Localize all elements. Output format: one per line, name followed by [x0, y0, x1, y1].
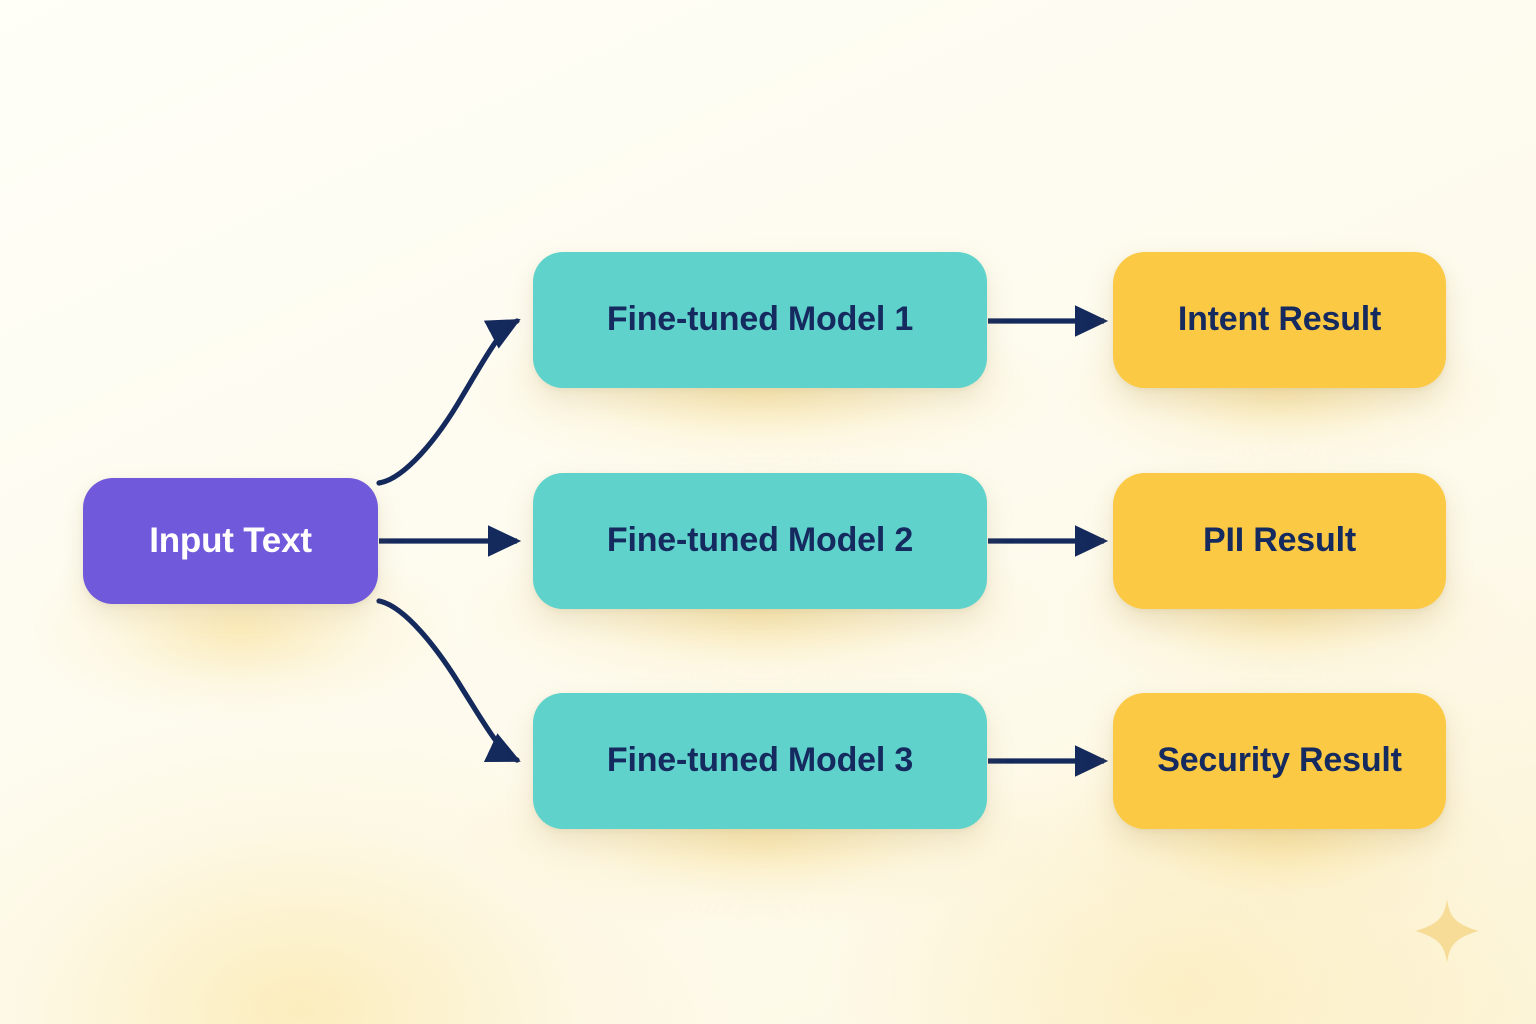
node-fine-tuned-model-2-label: Fine-tuned Model 2	[606, 521, 914, 560]
node-fine-tuned-model-3[interactable]: Fine-tuned Model 3	[533, 693, 987, 829]
node-intent-result[interactable]: Intent Result	[1113, 252, 1446, 388]
arrow-input-to-model-1	[376, 318, 521, 486]
node-fine-tuned-model-3-label: Fine-tuned Model 3	[606, 741, 914, 780]
arrow-input-to-model-3	[376, 598, 521, 763]
sparkle-icon	[1415, 899, 1479, 963]
node-pii-result-label: PII Result	[1203, 521, 1356, 560]
node-intent-result-label: Intent Result	[1177, 300, 1382, 339]
node-security-result-label: Security Result	[1157, 741, 1402, 780]
node-fine-tuned-model-2[interactable]: Fine-tuned Model 2	[533, 473, 987, 609]
node-input-text[interactable]: Input Text	[83, 478, 378, 604]
node-security-result[interactable]: Security Result	[1113, 693, 1446, 829]
node-pii-result[interactable]: PII Result	[1113, 473, 1446, 609]
node-fine-tuned-model-1-label: Fine-tuned Model 1	[606, 300, 914, 339]
node-fine-tuned-model-1[interactable]: Fine-tuned Model 1	[533, 252, 987, 388]
node-input-text-label: Input Text	[149, 520, 312, 560]
